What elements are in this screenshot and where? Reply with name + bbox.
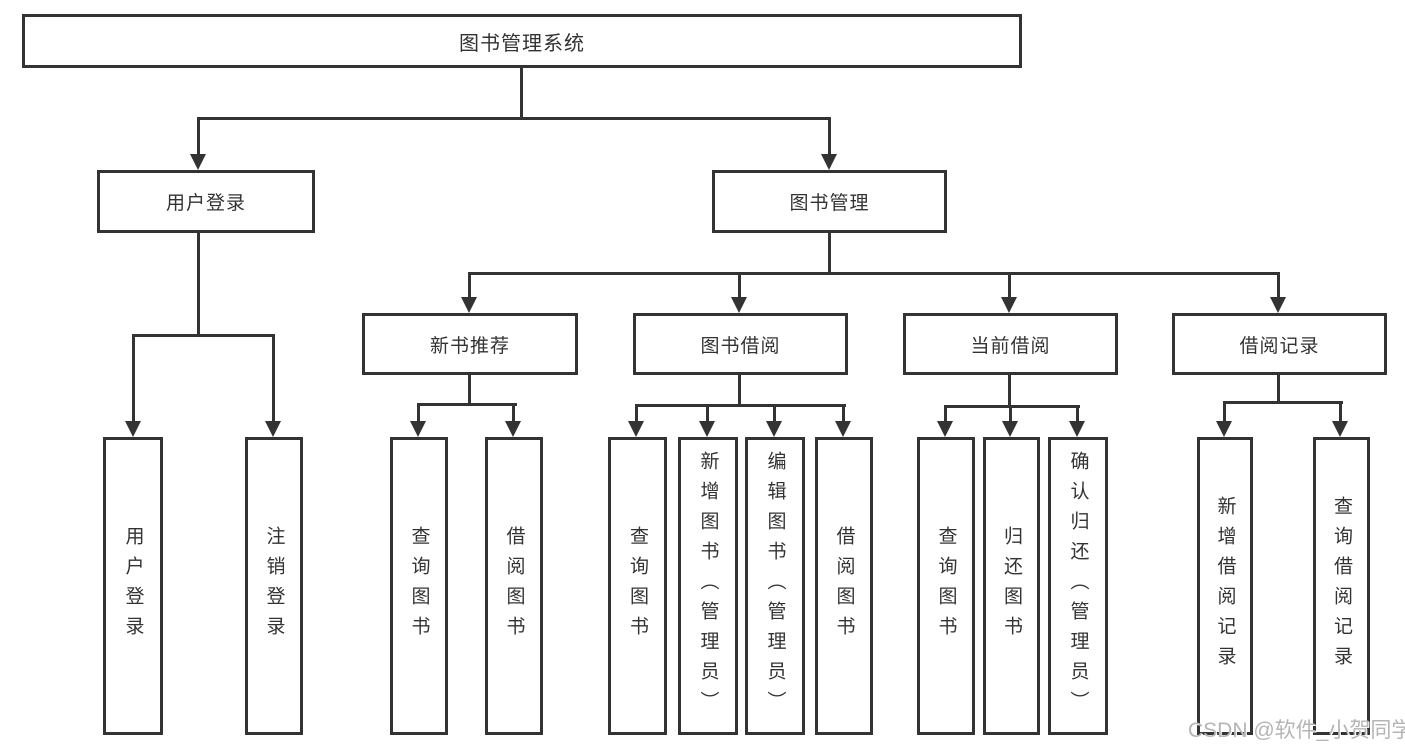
node-book-borrowing-label: 图书借阅 [700, 335, 781, 357]
node-user-login-label: 用户登录 [165, 193, 246, 214]
connector-drop-borrow-books-2 [842, 404, 845, 423]
connector-drop-confirm-return [1076, 405, 1079, 423]
node-new-book-recommend-label: 新书推荐 [429, 335, 510, 357]
leaf-user-login-label: 用户登录 [122, 526, 144, 646]
arrow-add-book [699, 421, 715, 437]
connector-bookmgmt-stem [828, 233, 831, 275]
arrow-book-mgmt [821, 154, 837, 170]
connector-bookborrow-stem [738, 375, 741, 407]
arrow-leaf-logout [265, 421, 281, 437]
leaf-confirm-return-admin: 确认归还（管理员） [1048, 437, 1108, 735]
leaf-user-login: 用户登录 [103, 437, 163, 735]
connector-userlogin-rail [132, 334, 275, 337]
node-user-login: 用户登录 [97, 170, 315, 233]
connector-root-stem [520, 68, 523, 119]
arrow-borrow-books-1 [505, 421, 521, 437]
node-new-book-recommend: 新书推荐 [362, 313, 578, 375]
arrow-query-record [1332, 421, 1348, 437]
connector-drop-current-borrow [1008, 272, 1011, 299]
node-current-borrowing-label: 当前借阅 [970, 335, 1051, 357]
arrow-return-book [1002, 421, 1018, 437]
connector-borrowrecords-rail [1223, 401, 1343, 404]
arrow-book-borrow [731, 297, 747, 313]
connector-drop-add-record [1223, 401, 1226, 423]
node-borrowing-records-label: 借阅记录 [1239, 335, 1320, 357]
connector-drop-add-book [706, 404, 709, 423]
leaf-query-books-2-label: 查询图书 [627, 526, 648, 646]
connector-drop-return-book [1009, 405, 1012, 423]
leaf-borrow-books-2: 借阅图书 [815, 437, 873, 735]
connector-drop-new-books [468, 272, 471, 299]
arrow-new-books [461, 297, 477, 313]
connector-bookmgmt-rail [468, 272, 1280, 275]
connector-currentborrow-stem [1008, 375, 1011, 408]
leaf-query-books-1-label: 查询图书 [408, 526, 430, 646]
leaf-query-books-1: 查询图书 [390, 437, 448, 735]
arrow-leaf-login [125, 421, 141, 437]
leaf-query-borrow-record: 查询借阅记录 [1313, 437, 1370, 735]
connector-drop-query-books-2 [635, 404, 638, 423]
leaf-borrow-books-2-label: 借阅图书 [833, 526, 855, 646]
node-root-system: 图书管理系统 [22, 14, 1022, 68]
arrow-query-books-1 [410, 421, 426, 437]
node-current-borrowing: 当前借阅 [903, 313, 1118, 375]
arrow-borrow-records [1270, 297, 1286, 313]
csdn-watermark: CSDN @软件_小贺同学 [1188, 719, 1405, 742]
leaf-add-book-admin: 新增图书（管理员） [678, 437, 738, 735]
node-book-management-label: 图书管理 [789, 193, 870, 214]
arrow-query-books-3 [937, 421, 953, 437]
connector-drop-leaf-logout [272, 334, 275, 423]
leaf-edit-book-admin-label: 编辑图书（管理员） [764, 451, 786, 721]
connector-borrowrecords-stem [1277, 375, 1280, 404]
leaf-borrow-books-1-label: 借阅图书 [503, 526, 525, 646]
connector-drop-book-mgmt [828, 117, 831, 157]
connector-drop-edit-book [773, 404, 776, 423]
node-borrowing-records: 借阅记录 [1172, 313, 1387, 375]
connector-bookborrow-rail [635, 404, 846, 407]
connector-newbooks-rail [417, 403, 517, 406]
leaf-borrow-books-1: 借阅图书 [485, 437, 543, 735]
node-book-management: 图书管理 [712, 170, 947, 233]
connector-drop-borrow-records [1277, 272, 1280, 299]
arrow-query-books-2 [628, 421, 644, 437]
arrow-confirm-return [1069, 421, 1085, 437]
connector-userlogin-stem [197, 233, 200, 337]
leaf-query-books-2: 查询图书 [608, 437, 667, 735]
node-book-borrowing: 图书借阅 [633, 313, 848, 375]
arrow-add-record [1216, 421, 1232, 437]
arrow-user-login [190, 154, 206, 170]
leaf-add-borrow-record: 新增借阅记录 [1197, 437, 1253, 735]
connector-drop-leaf-login [132, 334, 135, 423]
leaf-add-borrow-record-label: 新增借阅记录 [1214, 496, 1236, 676]
arrow-borrow-books-2 [835, 421, 851, 437]
leaf-logout-label: 注销登录 [263, 526, 285, 646]
connector-drop-borrow-books-1 [512, 403, 515, 423]
leaf-confirm-return-admin-label: 确认归还（管理员） [1067, 451, 1089, 721]
connector-drop-query-record [1339, 401, 1342, 423]
leaf-logout: 注销登录 [245, 437, 303, 735]
arrow-edit-book [766, 421, 782, 437]
node-root-label: 图书管理系统 [459, 32, 585, 55]
leaf-edit-book-admin: 编辑图书（管理员） [745, 437, 805, 735]
leaf-return-book-label: 归还图书 [1001, 526, 1022, 646]
leaf-return-book: 归还图书 [983, 437, 1040, 735]
leaf-query-books-3-label: 查询图书 [935, 526, 957, 646]
leaf-query-borrow-record-label: 查询借阅记录 [1331, 496, 1352, 676]
connector-drop-book-borrow [738, 272, 741, 299]
connector-root-rail [197, 117, 831, 120]
leaf-add-book-admin-label: 新增图书（管理员） [697, 451, 719, 721]
connector-drop-query-books-3 [944, 405, 947, 423]
connector-currentborrow-rail [944, 405, 1080, 408]
connector-drop-user-login [197, 117, 200, 157]
connector-drop-query-books-1 [417, 403, 420, 423]
leaf-query-books-3: 查询图书 [917, 437, 975, 735]
connector-newbooks-stem [468, 375, 471, 406]
arrow-current-borrow [1001, 297, 1017, 313]
